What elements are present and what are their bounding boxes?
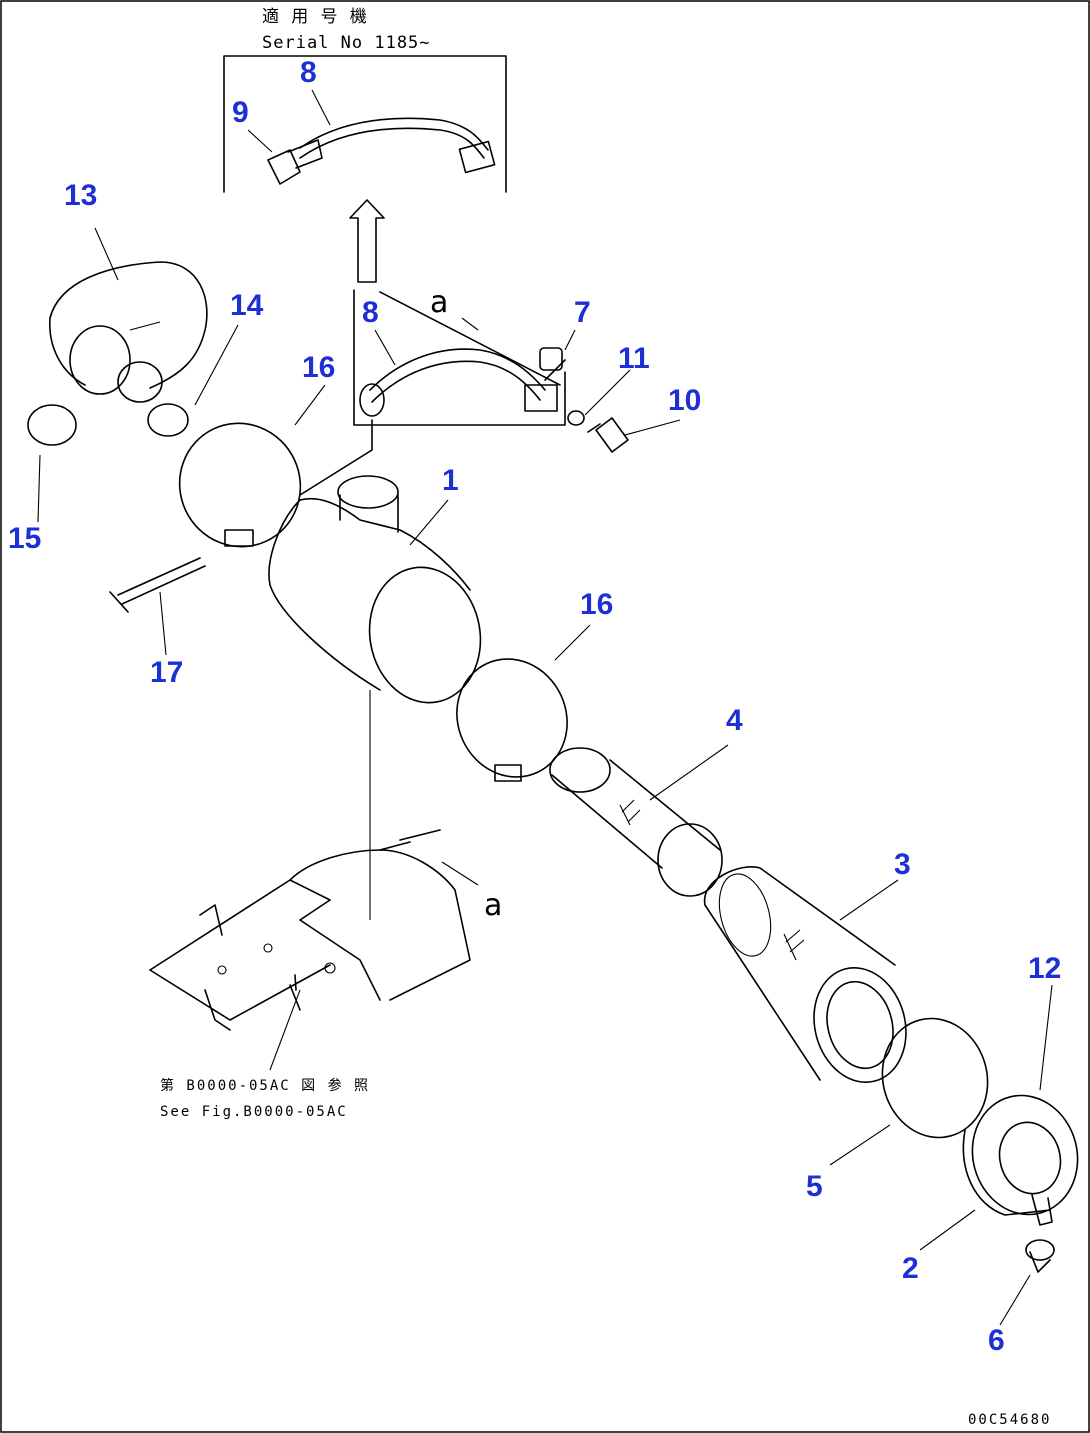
callout-10: 10	[668, 384, 701, 417]
see-fig-note-en: See Fig.B0000-05AC	[160, 1104, 348, 1120]
callout-12: 12	[1028, 952, 1061, 985]
cap-part-7	[539, 347, 566, 381]
clamp-part-14	[147, 403, 189, 437]
callout-5: 5	[806, 1170, 823, 1203]
washer-part-11	[567, 410, 585, 426]
hose-assembly-detail	[267, 117, 496, 185]
callout-7: 7	[574, 296, 591, 329]
see-fig-note-jp: 第 B0000-05AC 図 参 照	[160, 1077, 370, 1094]
valve-part-6	[1025, 1239, 1055, 1273]
callout-4: 4	[726, 704, 743, 737]
cover-part-12	[962, 1094, 1079, 1226]
callout-1: 1	[442, 464, 459, 497]
callout-2: 2	[902, 1252, 919, 1285]
callout-15: 15	[8, 522, 41, 555]
band-clamp-upper-16	[178, 422, 302, 548]
bolt-part-10	[587, 417, 629, 453]
bolt-part-17	[109, 557, 206, 613]
callout-14: 14	[230, 289, 264, 322]
view-marker-lower: a	[484, 888, 502, 923]
elbow-hose-part-13	[49, 261, 208, 403]
cleaner-body-part-1	[268, 475, 482, 704]
callout-16-upper: 16	[302, 351, 335, 384]
up-arrow	[349, 199, 385, 283]
band-clamp-lower-16	[456, 658, 568, 782]
callouts: 8 9 13 14 8 7 11 16 10 1 15 16 17 4 3 12…	[8, 56, 1061, 1357]
serial-note: 適 用 号 機 Serial No 1185~	[223, 7, 507, 193]
callout-17: 17	[150, 656, 183, 689]
callout-6: 6	[988, 1324, 1005, 1357]
mounting-bracket: a	[149, 829, 502, 1071]
callout-13: 13	[64, 179, 97, 212]
primary-element-part-3	[703, 866, 907, 1084]
serial-note-en: Serial No 1185~	[262, 33, 431, 53]
callout-11: 11	[618, 342, 650, 375]
o-ring-part-5	[881, 1017, 989, 1139]
serial-note-jp: 適 用 号 機	[262, 7, 368, 27]
leader-lines	[37, 89, 1053, 1326]
callout-9: 9	[232, 96, 249, 129]
clamp-part-15	[27, 404, 77, 446]
hose-assembly-base: a	[299, 285, 566, 496]
callout-3: 3	[894, 848, 911, 881]
safety-element-part-4	[549, 747, 723, 897]
view-marker-upper: a	[430, 285, 448, 320]
callout-8-mid: 8	[362, 296, 379, 329]
serial-box-frame	[223, 55, 507, 193]
callout-8-top: 8	[300, 56, 317, 89]
drawing-code: 00C54680	[968, 1412, 1051, 1428]
callout-16-lower: 16	[580, 588, 613, 621]
